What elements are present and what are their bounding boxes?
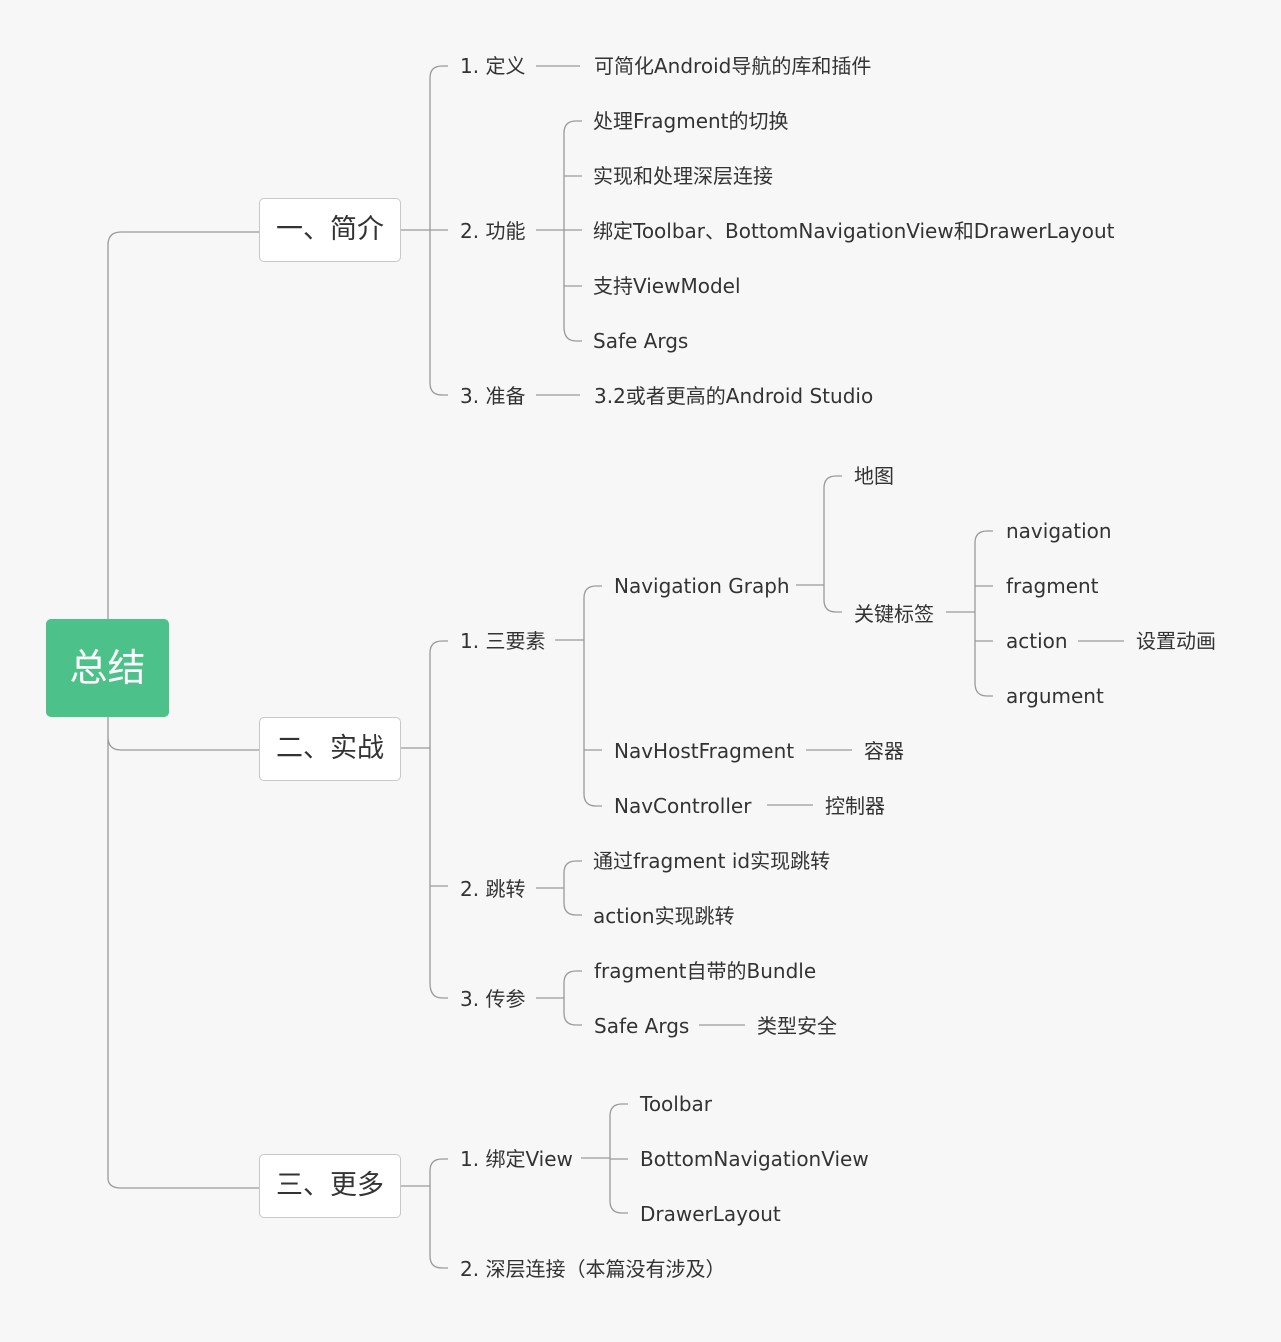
node-navhostfragment[interactable]: NavHostFragment — [614, 739, 795, 763]
root-node[interactable]: 总结 — [46, 619, 169, 717]
node-navigate-by-id[interactable]: 通过fragment id实现跳转 — [593, 849, 831, 873]
node-deep-link[interactable]: 2. 深层连接（本篇没有涉及） — [460, 1257, 726, 1281]
node-controller[interactable]: 控制器 — [825, 794, 885, 818]
section-node-more[interactable]: 三、更多 — [259, 1154, 401, 1218]
node-feature-safe-args[interactable]: Safe Args — [593, 329, 689, 353]
node-toolbar[interactable]: Toolbar — [640, 1092, 713, 1116]
node-definition-desc[interactable]: 可简化Android导航的库和插件 — [594, 54, 872, 78]
node-preparation[interactable]: 3. 准备 — [460, 384, 526, 408]
node-navigate-by-action[interactable]: action实现跳转 — [593, 904, 735, 928]
node-navcontroller[interactable]: NavController — [614, 794, 752, 818]
node-tag-fragment[interactable]: fragment — [1006, 574, 1099, 598]
node-key-tags[interactable]: 关键标签 — [854, 602, 934, 626]
node-bottom-navigation-view[interactable]: BottomNavigationView — [640, 1147, 869, 1171]
node-feature-bind-views[interactable]: 绑定Toolbar、BottomNavigationView和DrawerLay… — [593, 219, 1115, 243]
node-bind-view[interactable]: 1. 绑定View — [460, 1147, 573, 1171]
node-pass-args[interactable]: 3. 传参 — [460, 987, 526, 1011]
node-navigate[interactable]: 2. 跳转 — [460, 877, 526, 901]
node-safe-args[interactable]: Safe Args — [594, 1014, 690, 1038]
node-map[interactable]: 地图 — [854, 464, 894, 488]
node-fragment-bundle[interactable]: fragment自带的Bundle — [594, 959, 817, 983]
node-tag-argument[interactable]: argument — [1006, 684, 1104, 708]
node-three-elements[interactable]: 1. 三要素 — [460, 629, 546, 653]
node-tag-action[interactable]: action — [1006, 629, 1068, 653]
section-node-intro[interactable]: 一、简介 — [259, 198, 401, 262]
node-navigation-graph[interactable]: Navigation Graph — [614, 574, 790, 598]
node-tag-navigation[interactable]: navigation — [1006, 519, 1112, 543]
node-feature-viewmodel[interactable]: 支持ViewModel — [593, 274, 741, 298]
node-feature-deep-link[interactable]: 实现和处理深层连接 — [593, 164, 773, 188]
node-drawer-layout[interactable]: DrawerLayout — [640, 1202, 781, 1226]
node-container[interactable]: 容器 — [864, 739, 904, 763]
node-definition[interactable]: 1. 定义 — [460, 54, 526, 78]
node-features[interactable]: 2. 功能 — [460, 219, 526, 243]
node-type-safety[interactable]: 类型安全 — [757, 1014, 837, 1038]
node-set-animation[interactable]: 设置动画 — [1136, 629, 1216, 653]
node-preparation-desc[interactable]: 3.2或者更高的Android Studio — [594, 384, 874, 408]
node-feature-fragment-switch[interactable]: 处理Fragment的切换 — [593, 109, 789, 133]
section-node-practice[interactable]: 二、实战 — [259, 717, 401, 781]
